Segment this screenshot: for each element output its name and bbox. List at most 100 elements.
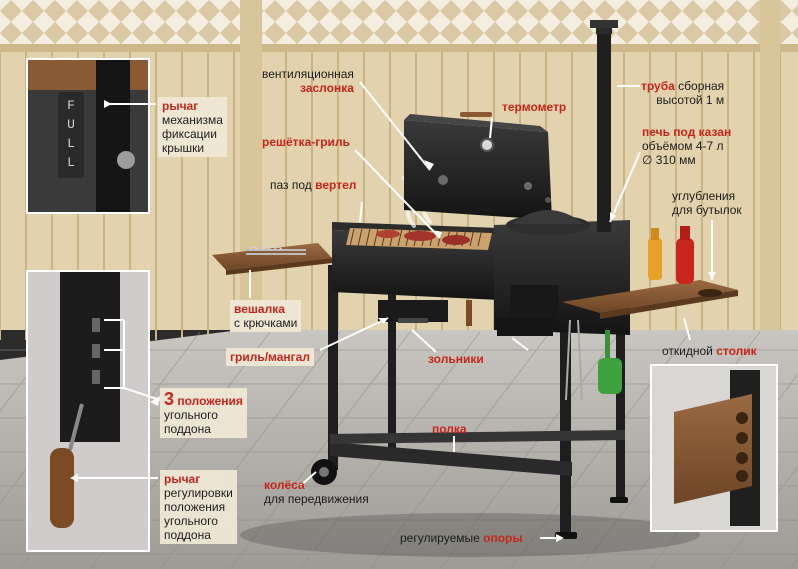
inset-frame-lid-lever bbox=[26, 58, 150, 214]
label-grill-grate: решётка-гриль bbox=[262, 135, 350, 149]
label-positions: 3 положения угольного поддона bbox=[160, 388, 247, 438]
meat bbox=[376, 230, 400, 238]
tray-lever-knob bbox=[50, 448, 74, 528]
label-stove-line2: объёмом 4-7 л bbox=[642, 139, 724, 153]
label-grill-bbq: гриль/мангал bbox=[226, 348, 314, 366]
spatula bbox=[598, 358, 622, 394]
label-ventilation: вентиляционная заслонка bbox=[262, 67, 354, 95]
label-grill-grate-accent: решётка-гриль bbox=[262, 135, 350, 149]
tray-lever-handle bbox=[466, 300, 472, 326]
stove-door bbox=[510, 285, 558, 321]
floor-tile-seam bbox=[439, 331, 621, 569]
bottle-recess bbox=[698, 289, 722, 297]
label-hanger-line2: с крючками bbox=[234, 316, 298, 330]
label-bottle-recess-line1: углубления bbox=[672, 189, 736, 203]
grill-shadow bbox=[240, 513, 700, 557]
label-pipe-accent: труба bbox=[641, 79, 675, 93]
grill-frame bbox=[328, 265, 628, 539]
label-tray-lever-line4: угольного bbox=[164, 514, 218, 528]
ketchup-bottle bbox=[676, 238, 694, 284]
letter-l-2: L bbox=[67, 155, 75, 170]
lock-plate bbox=[58, 92, 84, 178]
ash-drawer-right bbox=[497, 318, 553, 336]
inset-fold-table bbox=[652, 366, 776, 530]
label-hanger-accent: вешалка bbox=[234, 302, 285, 316]
grate-bar bbox=[477, 228, 483, 247]
grate-bar bbox=[357, 228, 363, 247]
label-tray-lever-line3: положения bbox=[164, 500, 226, 514]
label-ash-drawers: зольники bbox=[428, 352, 484, 366]
label-stove: печь под казан объёмом 4-7 л ∅ 310 мм bbox=[642, 125, 731, 167]
label-bottle-recess: углубления для бутылок bbox=[672, 189, 742, 217]
inset-tray-positions bbox=[28, 272, 148, 550]
leader-arrows bbox=[70, 100, 716, 542]
chimney-pipe bbox=[590, 20, 618, 232]
thermometer-gauge bbox=[480, 138, 494, 152]
wheel bbox=[311, 459, 337, 485]
label-fold-table-accent: столик bbox=[716, 344, 757, 358]
label-shelf: полка bbox=[432, 422, 467, 436]
tools bbox=[466, 300, 622, 401]
label-legs-text: регулируемые bbox=[400, 531, 484, 545]
label-wheels: колёса для передвижения bbox=[264, 478, 369, 506]
leader-lines bbox=[78, 81, 713, 539]
label-lid-lever-line2: механизма bbox=[162, 113, 223, 127]
label-shelf-accent: полка bbox=[432, 422, 467, 436]
lid bbox=[404, 120, 552, 220]
right-side-table bbox=[562, 226, 738, 319]
label-tray-lever: рычаг регулировки положения угольного по… bbox=[160, 470, 237, 544]
label-lid-lever: рычаг механизма фиксации крышки bbox=[158, 97, 227, 157]
label-tray-lever-line2: регулировки bbox=[164, 486, 233, 500]
label-lid-lever-line3: фиксации bbox=[162, 127, 217, 141]
label-spit-slot-text: паз под bbox=[270, 178, 316, 192]
label-pipe-rest: сборная bbox=[674, 79, 725, 93]
label-tray-lever-accent: рычаг bbox=[164, 472, 201, 486]
label-positions-accent: положения bbox=[174, 394, 243, 408]
label-bottle-recess-line2: для бутылок bbox=[672, 203, 742, 217]
folded-table bbox=[674, 394, 752, 504]
label-tray-lever-line5: поддона bbox=[164, 528, 211, 542]
grate-bar bbox=[365, 228, 371, 247]
lower-shelf bbox=[330, 442, 572, 476]
floor-tile-seam bbox=[369, 331, 551, 569]
inset-frame-fold-table bbox=[650, 364, 778, 532]
inset-frame-tray-positions bbox=[26, 270, 150, 552]
label-pipe-line2: высотой 1 м bbox=[656, 93, 725, 107]
label-lid-lever-accent: рычаг bbox=[162, 99, 199, 113]
mustard-bottle bbox=[648, 238, 662, 280]
label-ventilation-accent: заслонка bbox=[300, 81, 354, 95]
inset-lid-lever bbox=[28, 60, 148, 212]
grate-bar bbox=[349, 228, 355, 247]
adjustable-foot bbox=[610, 497, 628, 503]
front-right-leg bbox=[560, 300, 571, 535]
letter-f: F bbox=[67, 98, 75, 113]
label-legs-accent: опоры bbox=[483, 531, 523, 545]
label-positions-number: 3 bbox=[164, 389, 175, 409]
label-legs: регулируемые опоры bbox=[400, 531, 523, 545]
label-wheels-line2: для передвижения bbox=[264, 492, 369, 506]
rear-left-leg bbox=[388, 290, 396, 450]
label-spit-slot: паз под вертел bbox=[270, 178, 356, 192]
label-ash-drawers-accent: зольники bbox=[428, 352, 484, 366]
label-positions-line3: поддона bbox=[164, 422, 211, 436]
label-spit-slot-accent: вертел bbox=[315, 178, 357, 192]
label-stove-accent: печь под казан bbox=[642, 125, 732, 139]
label-positions-line2: угольного bbox=[164, 408, 218, 422]
label-thermometer-accent: термометр bbox=[502, 100, 567, 114]
lid-handle bbox=[460, 112, 492, 117]
grate-bar bbox=[469, 228, 475, 247]
letter-u: U bbox=[67, 117, 75, 132]
label-thermometer: термометр bbox=[502, 100, 566, 114]
smoke-chamber bbox=[404, 112, 552, 220]
label-hanger: вешалка с крючками bbox=[230, 300, 302, 332]
label-grill-bbq-accent: гриль/мангал bbox=[230, 350, 310, 364]
grate-bar bbox=[373, 228, 379, 247]
grill-grate bbox=[346, 228, 492, 250]
letter-l: L bbox=[67, 136, 75, 151]
grate-bar bbox=[397, 228, 403, 247]
label-wheels-accent: колёса bbox=[264, 478, 305, 492]
left-side-table bbox=[212, 243, 332, 275]
ash-drawer-left bbox=[378, 300, 448, 322]
meat bbox=[404, 231, 436, 241]
